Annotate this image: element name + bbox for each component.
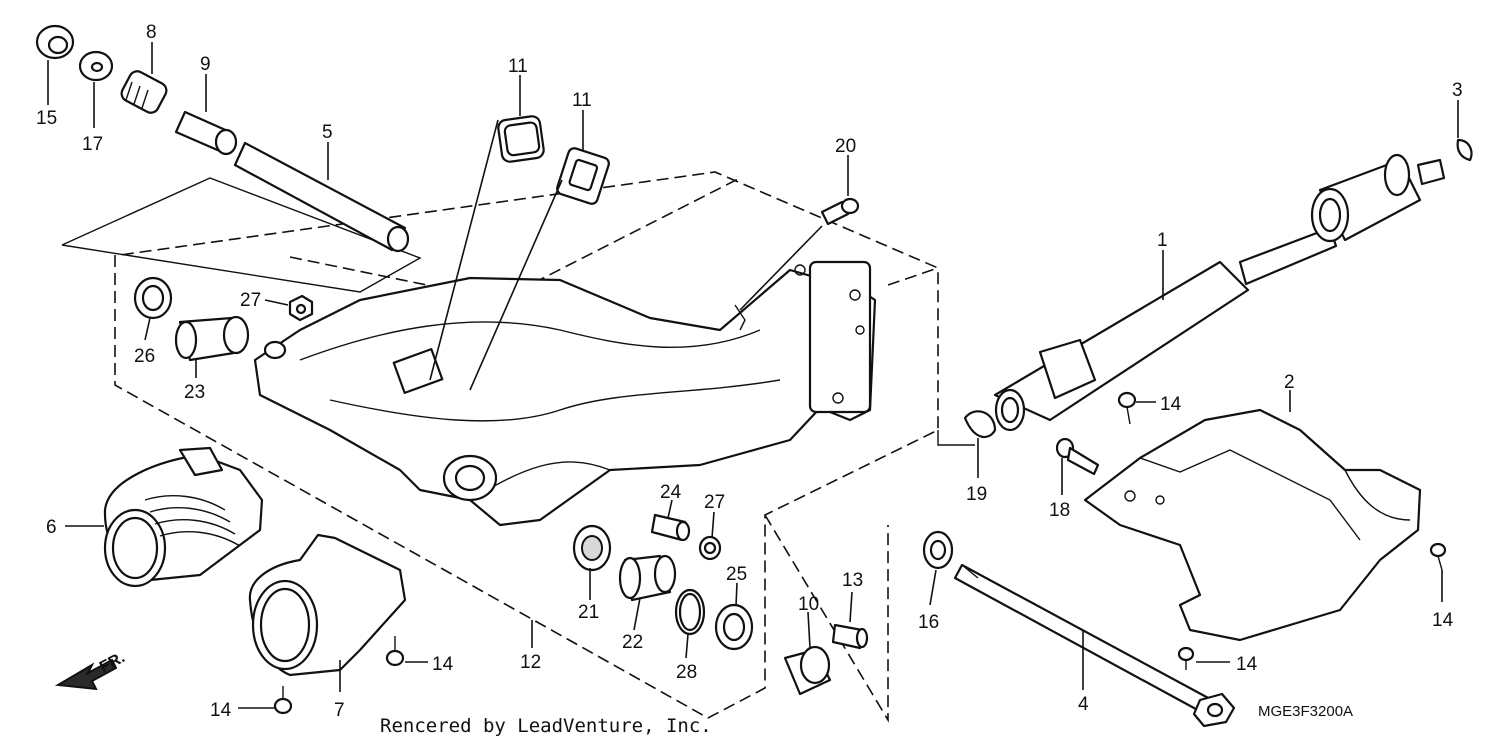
swingarm-part <box>253 260 877 527</box>
callout-1: 1 <box>1157 230 1168 251</box>
bolt-14-d-part <box>385 636 405 667</box>
callout-21: 21 <box>578 602 599 623</box>
callout-14-b: 14 <box>1432 610 1454 631</box>
callout-5: 5 <box>322 122 333 143</box>
callout-22: 22 <box>622 632 643 653</box>
callout-14-c: 14 <box>1236 654 1258 675</box>
callout-16: 16 <box>918 612 939 633</box>
collar-9-part <box>174 110 238 156</box>
callout-24: 24 <box>660 482 682 503</box>
callout-3: 3 <box>1452 80 1463 101</box>
front-direction-arrow: FR. <box>54 649 128 691</box>
leader-lines <box>47 42 1459 709</box>
washer-17-part <box>78 50 114 82</box>
callout-7: 7 <box>334 700 345 721</box>
axle-4-part <box>953 563 1236 728</box>
callout-18: 18 <box>1049 500 1070 521</box>
pivot-shaft-5-part <box>233 141 410 253</box>
callout-23: 23 <box>184 382 205 403</box>
callout-11-b: 11 <box>572 90 592 111</box>
callout-4: 4 <box>1078 694 1089 715</box>
callout-27-a: 27 <box>240 290 261 311</box>
boot-6-part <box>103 446 264 588</box>
bolt-14-c-part <box>1177 646 1195 670</box>
callout-6: 6 <box>46 517 57 538</box>
callout-9: 9 <box>200 54 211 75</box>
small-clip-parts <box>922 138 1473 570</box>
group-outlines <box>61 171 975 723</box>
nut-15-part <box>35 24 75 60</box>
cover-2-part <box>1083 408 1422 642</box>
callout-19: 19 <box>966 484 987 505</box>
caps-11 <box>497 115 610 205</box>
callout-14-a: 14 <box>1160 394 1182 415</box>
diagram-code: MGE3F3200A <box>1258 703 1353 720</box>
callout-20: 20 <box>835 136 856 157</box>
callout-10: 10 <box>798 594 819 615</box>
callout-26: 26 <box>134 346 155 367</box>
bolt-14-a-part <box>1117 391 1137 425</box>
callout-27-b: 27 <box>704 492 725 513</box>
bearing-parts <box>133 276 314 362</box>
lower-bearing-parts <box>572 513 869 696</box>
callout-28: 28 <box>676 662 697 683</box>
callout-25: 25 <box>726 564 747 585</box>
callout-14-d: 14 <box>432 654 454 675</box>
callout-labels: 15 17 8 9 5 11 11 26 23 27 20 3 1 2 14 1… <box>36 22 1463 721</box>
callout-12: 12 <box>520 652 541 673</box>
callout-15: 15 <box>36 108 57 129</box>
callout-13: 13 <box>842 570 863 591</box>
bolt-8-part <box>120 70 168 114</box>
callout-17: 17 <box>82 134 103 155</box>
callout-2: 2 <box>1284 372 1295 393</box>
callout-8: 8 <box>146 22 157 43</box>
credit-line: Rencered by LeadVenture, Inc. <box>380 715 712 737</box>
bolt-14-b-part <box>1429 542 1447 571</box>
pivot-parts <box>35 24 410 253</box>
drive-shaft-1-part <box>993 153 1446 432</box>
bolts-14-18-parts <box>273 391 1447 715</box>
bolt-18-part <box>1055 437 1100 476</box>
callout-14-e: 14 <box>210 700 232 721</box>
bolt-20-part <box>820 197 860 226</box>
bolt-14-e-part <box>273 686 293 715</box>
callout-11-a: 11 <box>508 56 528 77</box>
cover-7-part <box>248 533 407 677</box>
